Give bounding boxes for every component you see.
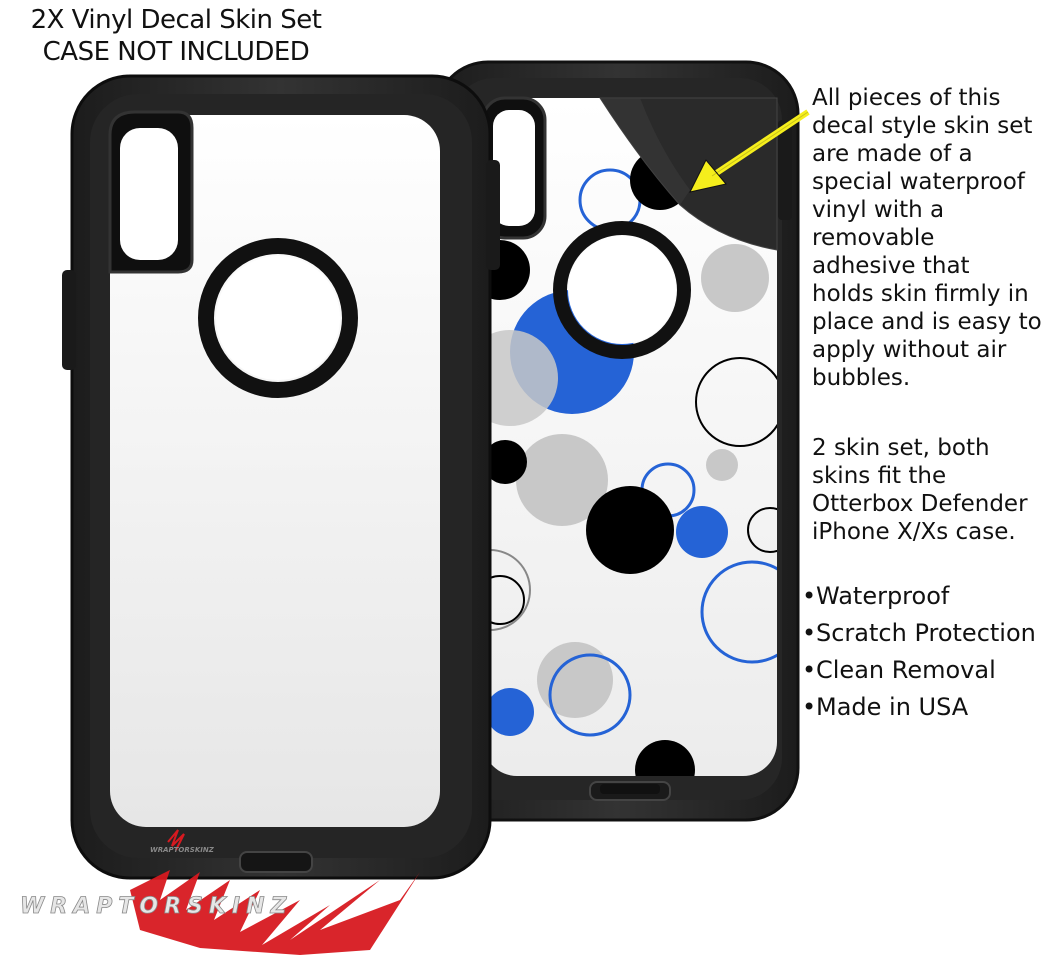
description-line: are made of a xyxy=(812,141,973,167)
description-line: vinyl with a xyxy=(812,197,945,223)
pointer-arrow-icon xyxy=(689,109,810,193)
description-line: place and is easy to xyxy=(812,309,1042,335)
feature-label: Made in USA xyxy=(816,693,969,721)
feature-label: Scratch Protection xyxy=(816,619,1036,647)
brand-logo: WRAPTORSKINZ xyxy=(20,870,420,955)
product-header: 2X Vinyl Decal Skin Set CASE NOT INCLUDE… xyxy=(6,4,346,68)
description-line: 2 skin set, both xyxy=(812,435,990,461)
left-case-details: WRAPTORSKINZ xyxy=(108,110,358,873)
description-line: bubbles. xyxy=(812,365,911,391)
logo-wordmark: WRAPTORSKINZ xyxy=(20,894,292,919)
description-line: skins fit the xyxy=(812,463,947,489)
feature-label: Clean Removal xyxy=(816,656,996,684)
feature-item: •Scratch Protection xyxy=(802,619,1036,647)
description-line: Otterbox Defender xyxy=(812,491,1028,517)
feature-item: •Clean Removal xyxy=(802,656,996,684)
feature-label: Waterproof xyxy=(816,582,950,610)
description-line: adhesive that xyxy=(812,253,970,279)
description-line: special waterproof xyxy=(812,169,1025,195)
header-line-2: CASE NOT INCLUDED xyxy=(42,37,310,67)
description-line: holds skin firmly in xyxy=(812,281,1029,307)
feature-item: •Waterproof xyxy=(802,582,950,610)
feature-item: •Made in USA xyxy=(802,693,969,721)
small-brand-mark: WRAPTORSKINZ xyxy=(150,829,215,854)
small-logo-text: WRAPTORSKINZ xyxy=(150,846,215,854)
description-line: removable xyxy=(812,225,935,251)
feature-list: •Waterproof •Scratch Protection •Clean R… xyxy=(802,578,1056,726)
description-line: All pieces of this xyxy=(812,85,1001,111)
description-line: decal style skin set xyxy=(812,113,1033,139)
description-line: iPhone X/Xs case. xyxy=(812,519,1016,545)
description-line: apply without air xyxy=(812,337,1007,363)
header-line-1: 2X Vinyl Decal Skin Set xyxy=(30,5,322,35)
